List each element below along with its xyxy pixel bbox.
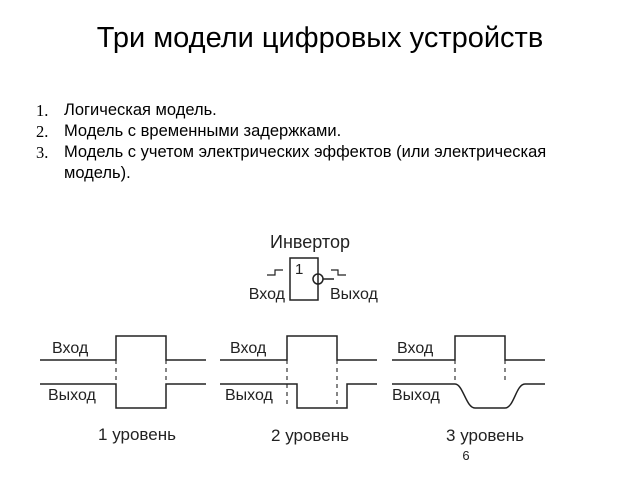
gate-symbol: 1 bbox=[295, 261, 303, 278]
panel-caption: 3 уровень bbox=[446, 426, 524, 445]
timing-panel-1 bbox=[40, 335, 206, 409]
list-item: 2. Модель с временными задержками. bbox=[36, 121, 596, 142]
output-label: Выход bbox=[392, 387, 441, 404]
input-label: Вход bbox=[230, 340, 267, 357]
output-pulse-icon bbox=[331, 269, 346, 276]
list-number: 3. bbox=[36, 143, 49, 162]
gate-output-label: Выход bbox=[330, 286, 379, 303]
input-waveform bbox=[392, 335, 545, 361]
output-label: Выход bbox=[225, 387, 274, 404]
list-text: Модель с учетом электрических эффектов (… bbox=[64, 143, 547, 182]
gate-input-label: Вход bbox=[249, 286, 286, 303]
input-pulse-icon bbox=[267, 269, 283, 276]
list-number: 2. bbox=[36, 122, 49, 141]
page-number: 6 bbox=[462, 448, 469, 463]
output-waveform bbox=[220, 383, 377, 409]
gate-box bbox=[289, 257, 319, 301]
list-number: 1. bbox=[36, 101, 49, 120]
panel-caption: 1 уровень bbox=[98, 425, 176, 444]
timing-panel-3 bbox=[392, 335, 545, 409]
input-label: Вход bbox=[52, 340, 89, 357]
list-text: Модель с временными задержками. bbox=[64, 122, 342, 140]
input-label: Вход bbox=[397, 340, 434, 357]
list-item: 1. Логическая модель. bbox=[36, 100, 596, 121]
output-waveform bbox=[40, 383, 206, 409]
inverter-symbol bbox=[267, 257, 346, 301]
timing-panel-2 bbox=[220, 335, 377, 409]
output-waveform bbox=[392, 383, 545, 409]
inverter-title: Инвертор bbox=[270, 232, 350, 252]
output-label: Выход bbox=[48, 387, 97, 404]
model-list: 1. Логическая модель. 2. Модель с времен… bbox=[36, 100, 596, 184]
slide-title: Три модели цифровых устройств bbox=[96, 22, 544, 54]
panel-caption: 2 уровень bbox=[271, 426, 349, 445]
list-item: 3. Модель с учетом электрических эффекто… bbox=[36, 142, 596, 184]
input-waveform bbox=[220, 335, 377, 361]
list-text: Логическая модель. bbox=[64, 101, 217, 119]
input-waveform bbox=[40, 335, 206, 361]
